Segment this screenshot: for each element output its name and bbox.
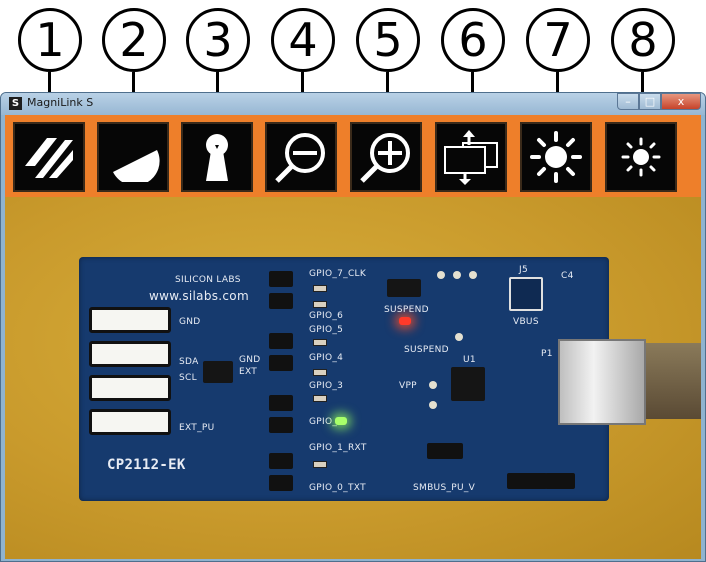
toolbar [5, 115, 701, 197]
window-title: MagniLink S [27, 96, 94, 109]
callout-8: 8 [611, 8, 675, 72]
zoom-out-icon [275, 133, 325, 183]
test-pad [429, 381, 437, 389]
keyhole-icon [206, 134, 228, 181]
label-gnd2: GND [239, 355, 261, 365]
resistor [313, 395, 327, 402]
zoom-out-button[interactable] [265, 122, 337, 192]
board-model: CP2112-EK [107, 457, 186, 473]
test-pad [429, 401, 437, 409]
test-pad [453, 271, 461, 279]
callout-4: 4 [271, 8, 335, 72]
contrast-button[interactable] [97, 122, 169, 192]
zoom-in-icon [360, 133, 410, 183]
camera-view[interactable]: SILICON LABS www.silabs.com CP2112-EK GN… [5, 197, 701, 559]
label-u1: U1 [463, 355, 476, 365]
jumper [269, 333, 293, 349]
resistor [313, 339, 327, 346]
test-pad [437, 271, 445, 279]
callout-3: 3 [186, 8, 250, 72]
callout-5: 5 [356, 8, 420, 72]
jumper [269, 355, 293, 371]
callout-row: 1 2 3 4 5 6 7 8 [0, 0, 706, 122]
edge-finger [89, 375, 171, 401]
jumper [269, 417, 293, 433]
suspend-led-red [399, 317, 411, 325]
usb-cable [646, 343, 701, 419]
stripes-icon [25, 138, 73, 178]
label-vpp: VPP [399, 381, 417, 391]
jumper [545, 473, 575, 489]
edge-finger [89, 409, 171, 435]
label-ext-pu: EXT_PU [179, 423, 215, 433]
pin-header [203, 361, 233, 383]
label-gpio7: GPIO_7_CLK [309, 269, 367, 279]
brightness-up-button[interactable] [520, 122, 592, 192]
label-gnd: GND [179, 317, 201, 327]
callout-7: 7 [526, 8, 590, 72]
usb-connector [558, 339, 646, 425]
contrast-half-circle-icon [113, 150, 160, 182]
minimize-button[interactable]: – [617, 93, 639, 110]
callout-1: 1 [18, 8, 82, 72]
label-gpio3: GPIO_3 [309, 381, 344, 391]
jumper-block-j5 [509, 277, 543, 311]
label-j5: J5 [519, 265, 528, 275]
stripes-button[interactable] [13, 122, 85, 192]
label-p1: P1 [541, 349, 553, 359]
window-position-button[interactable] [435, 122, 507, 192]
brightness-high-icon [530, 131, 582, 183]
jumper [427, 443, 463, 459]
app-window: S MagniLink S – □ x [0, 92, 706, 562]
label-ext: EXT [239, 367, 258, 377]
label-scl: SCL [179, 373, 197, 383]
jumper [269, 475, 293, 491]
resistor [313, 301, 327, 308]
edge-finger [89, 341, 171, 367]
callout-6: 6 [441, 8, 505, 72]
brightness-low-icon [621, 137, 661, 177]
jumper [269, 293, 293, 309]
label-gpio2: GPIO_2 [309, 417, 344, 427]
edge-finger [89, 307, 171, 333]
title-bar[interactable]: S MagniLink S – □ x [1, 93, 705, 115]
resistor [313, 369, 327, 376]
resistor [313, 285, 327, 292]
maximize-button[interactable]: □ [639, 93, 661, 110]
label-c4: C4 [561, 271, 574, 281]
label-sda: SDA [179, 357, 199, 367]
app-icon[interactable]: S [9, 97, 22, 110]
main-ic-u1 [451, 367, 485, 401]
board-logo: SILICON LABS [175, 275, 241, 285]
window-arrows-icon [444, 130, 498, 185]
keyhole-button[interactable] [181, 122, 253, 192]
circuit-board: SILICON LABS www.silabs.com CP2112-EK GN… [79, 257, 609, 501]
callout-2: 2 [102, 8, 166, 72]
board-url: www.silabs.com [149, 289, 249, 303]
label-smbus-pu: SMBUS_PU_V [413, 483, 476, 493]
label-suspend2: SUSPEND [404, 345, 449, 355]
label-gpio1: GPIO_1_RXT [309, 443, 367, 453]
jumper [269, 271, 293, 287]
label-vbus: VBUS [513, 317, 539, 327]
jumper [269, 395, 293, 411]
label-gpio6: GPIO_6 [309, 311, 344, 321]
label-gpio0: GPIO_0_TXT [309, 483, 366, 493]
label-gpio5: GPIO_5 [309, 325, 344, 335]
test-pad [455, 333, 463, 341]
status-led-green [335, 417, 347, 425]
label-gpio4: GPIO_4 [309, 353, 344, 363]
resistor [313, 461, 327, 468]
brightness-down-button[interactable] [605, 122, 677, 192]
close-button[interactable]: x [661, 93, 701, 110]
jumper [269, 453, 293, 469]
zoom-in-button[interactable] [350, 122, 422, 192]
regulator-chip [387, 279, 421, 297]
jumper [507, 473, 547, 489]
label-suspend: SUSPEND [384, 305, 429, 315]
test-pad [469, 271, 477, 279]
